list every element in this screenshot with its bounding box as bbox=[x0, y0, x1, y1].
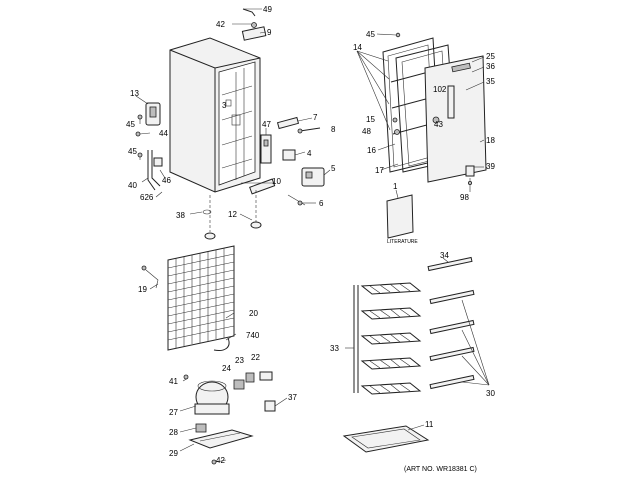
cabinet bbox=[169, 37, 261, 193]
callout-38: 38 bbox=[176, 211, 185, 220]
shelves-assembly bbox=[342, 256, 490, 453]
callout-49: 49 bbox=[263, 5, 272, 14]
callout-44: 44 bbox=[159, 129, 168, 138]
callout-37: 37 bbox=[288, 393, 297, 402]
callout-102: 102 bbox=[433, 85, 447, 94]
callout-5: 5 bbox=[331, 164, 336, 173]
callout-34: 34 bbox=[440, 251, 449, 260]
callout-24: 24 bbox=[222, 364, 231, 373]
callout-12: 12 bbox=[228, 210, 237, 219]
callout-39: 39 bbox=[486, 162, 495, 171]
callout-47: 47 bbox=[262, 120, 271, 129]
literature-booklet bbox=[386, 189, 414, 239]
callout-626: 626 bbox=[140, 193, 154, 202]
door-assembly bbox=[356, 32, 487, 192]
leveling-legs bbox=[189, 190, 262, 240]
callout-43: 43 bbox=[434, 120, 443, 129]
literature-label: LITERATURE bbox=[387, 239, 418, 245]
callout-48: 48 bbox=[362, 127, 371, 136]
callout-18: 18 bbox=[486, 136, 495, 145]
callout-23: 23 bbox=[235, 356, 244, 365]
callout-28: 28 bbox=[169, 428, 178, 437]
callout-42: 42 bbox=[216, 20, 225, 29]
callout-33: 33 bbox=[330, 344, 339, 353]
callout-1: 1 bbox=[393, 182, 398, 191]
callout-42: 42 bbox=[216, 456, 225, 465]
callout-11: 11 bbox=[425, 420, 434, 429]
callout-45: 45 bbox=[126, 120, 135, 129]
wire-shelves bbox=[360, 282, 422, 395]
callout-10: 10 bbox=[272, 177, 281, 186]
callout-25: 25 bbox=[486, 52, 495, 61]
callout-36: 36 bbox=[486, 62, 495, 71]
callout-740: 740 bbox=[246, 331, 260, 340]
callout-labels: 49 42 9 13 45 44 45 40 46 626 3 47 7 8 4… bbox=[126, 5, 495, 473]
callout-4: 4 bbox=[307, 149, 312, 158]
art-number: (ART NO. WR18381 C) bbox=[404, 466, 477, 473]
callout-98: 98 bbox=[460, 193, 469, 202]
callout-29: 29 bbox=[169, 449, 178, 458]
callout-13: 13 bbox=[130, 89, 139, 98]
callout-7: 7 bbox=[313, 113, 318, 122]
right-side-cabinet-parts bbox=[241, 116, 331, 206]
callout-27: 27 bbox=[169, 408, 178, 417]
thermostat-control bbox=[135, 95, 166, 198]
callout-8: 8 bbox=[331, 125, 336, 134]
callout-9: 9 bbox=[267, 28, 272, 37]
callout-20: 20 bbox=[249, 309, 258, 318]
condenser-coil bbox=[141, 245, 237, 351]
compressor-assembly bbox=[179, 371, 288, 465]
callout-3: 3 bbox=[222, 101, 227, 110]
callout-46: 46 bbox=[162, 176, 171, 185]
callout-45: 45 bbox=[366, 30, 375, 39]
bottom-tray bbox=[342, 424, 430, 453]
callout-41: 41 bbox=[169, 377, 178, 386]
callout-6: 6 bbox=[319, 199, 324, 208]
callout-15: 15 bbox=[366, 115, 375, 124]
callout-35: 35 bbox=[486, 77, 495, 86]
callout-19: 19 bbox=[138, 285, 147, 294]
callout-45: 45 bbox=[128, 147, 137, 156]
callout-30: 30 bbox=[486, 389, 495, 398]
shelf-fronts bbox=[427, 256, 490, 390]
top-hinge-parts bbox=[232, 8, 267, 41]
callout-22: 22 bbox=[251, 353, 260, 362]
callout-40: 40 bbox=[128, 181, 137, 190]
callout-14: 14 bbox=[353, 43, 362, 52]
callout-16: 16 bbox=[367, 146, 376, 155]
callout-17: 17 bbox=[375, 166, 384, 175]
